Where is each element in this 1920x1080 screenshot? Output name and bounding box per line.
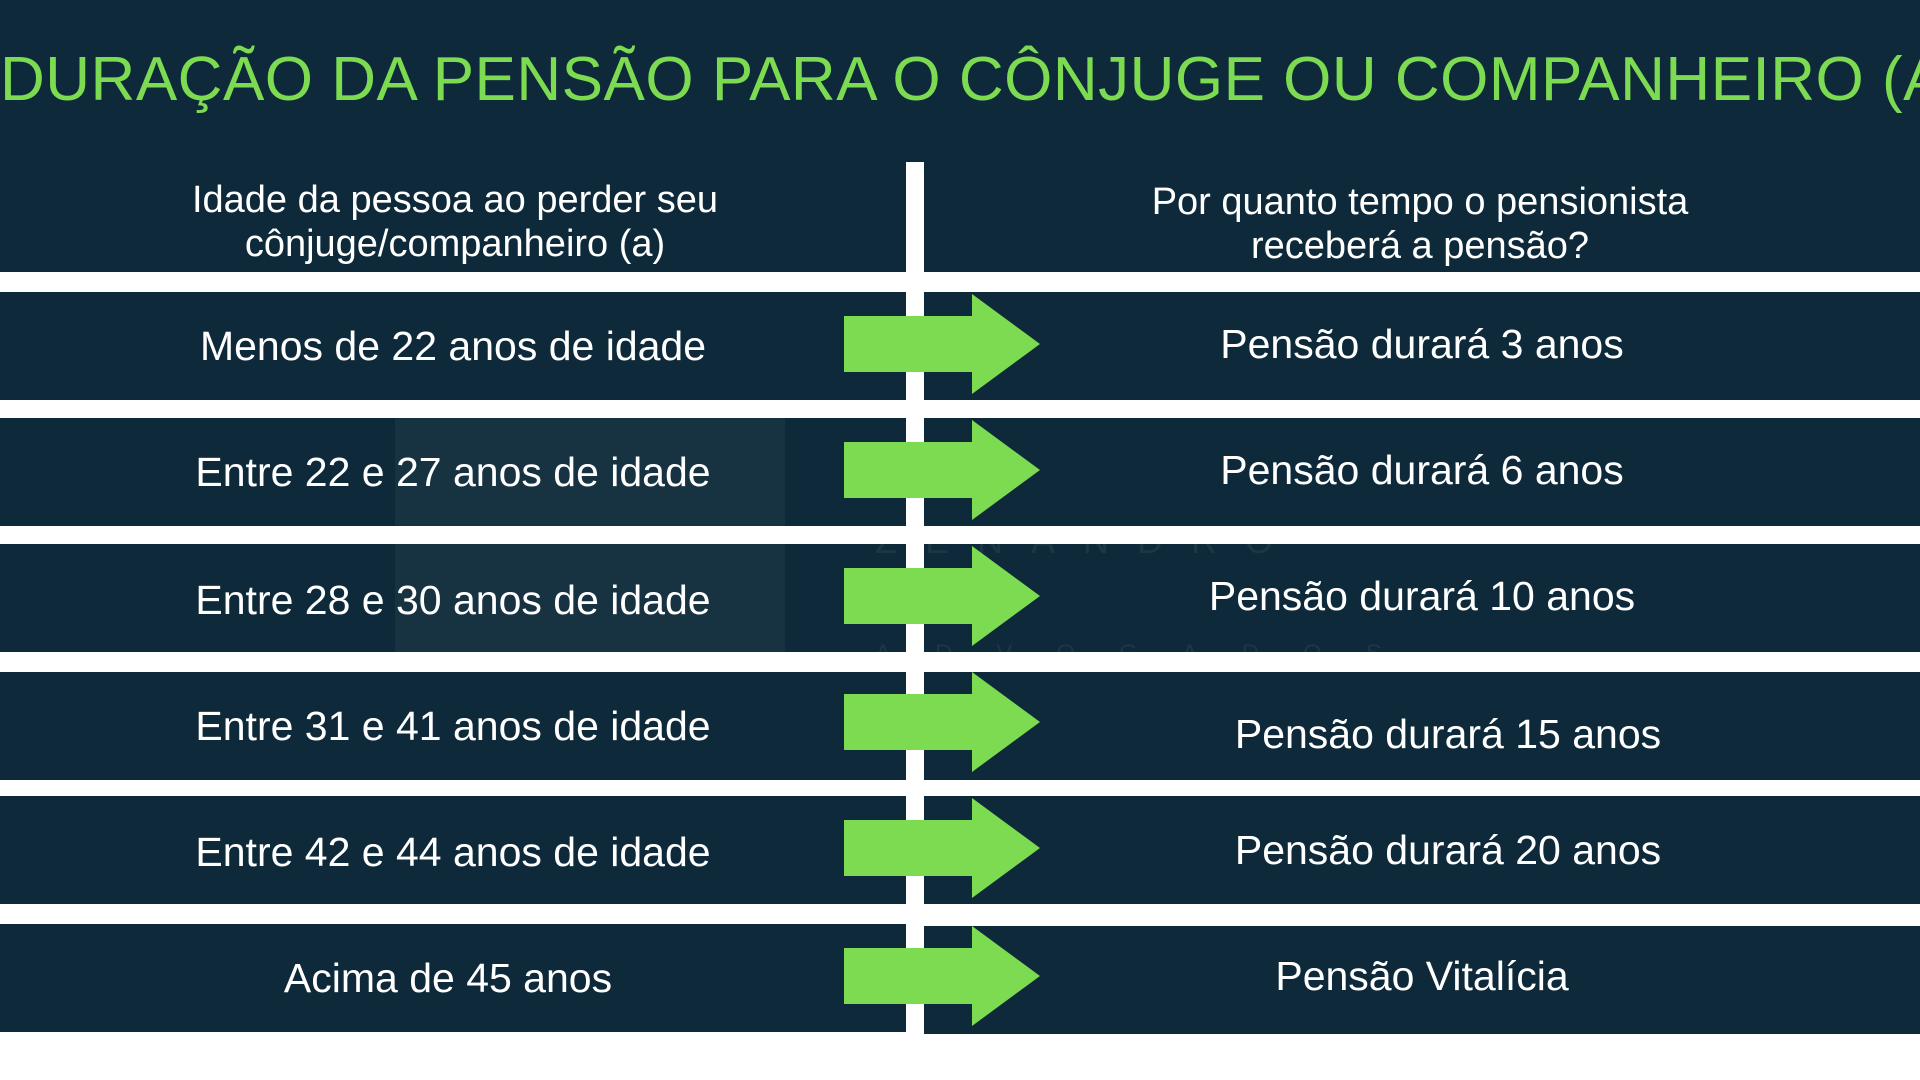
watermark-logo [395,400,785,665]
right-arrow-icon [844,798,1040,898]
column-header-duration: Por quanto tempo o pensionista receberá … [1151,181,1689,267]
table-row [0,544,906,652]
watermark-name: ZENANDRO [875,520,1302,561]
duration-cell: Pensão durará 6 anos [1220,447,1624,493]
age-range-cell: Menos de 22 anos de idade [199,323,707,369]
table-row [0,292,906,400]
right-arrow-icon [844,294,1040,394]
table-row [924,796,1920,904]
table-row [924,926,1920,1034]
page-title: DURAÇÃO DA PENSÃO PARA O CÔNJUGE OU COMP… [0,45,1920,114]
duration-cell: Pensão durará 20 anos [1234,827,1662,873]
right-arrow-icon [844,672,1040,772]
age-range-cell: Entre 31 e 41 anos de idade [195,703,711,749]
table-row [0,796,906,904]
duration-cell: Pensão durará 10 anos [1208,573,1636,619]
age-range-cell: Entre 22 e 27 anos de idade [195,449,711,495]
table-row [924,418,1920,526]
table-row [0,924,906,1032]
right-arrow-icon [844,926,1040,1026]
table-row [0,672,906,780]
right-arrow-icon [844,420,1040,520]
age-range-cell: Acima de 45 anos [283,955,613,1001]
table-row [924,292,1920,400]
table-row [924,672,1920,780]
duration-cell: Pensão durará 3 anos [1220,321,1624,367]
age-range-cell: Entre 42 e 44 anos de idade [195,829,711,875]
duration-cell: Pensão durará 15 anos [1234,711,1662,757]
column-header-age: Idade da pessoa ao perder seu cônjuge/co… [191,179,719,265]
age-range-cell: Entre 28 e 30 anos de idade [195,577,711,623]
duration-cell: Pensão Vitalícia [1275,953,1569,999]
right-arrow-icon [844,546,1040,646]
table-row [924,544,1920,652]
header-band [0,0,1920,272]
watermark-subtitle: ADVOGADOS [875,640,1426,667]
table-row [0,418,906,526]
